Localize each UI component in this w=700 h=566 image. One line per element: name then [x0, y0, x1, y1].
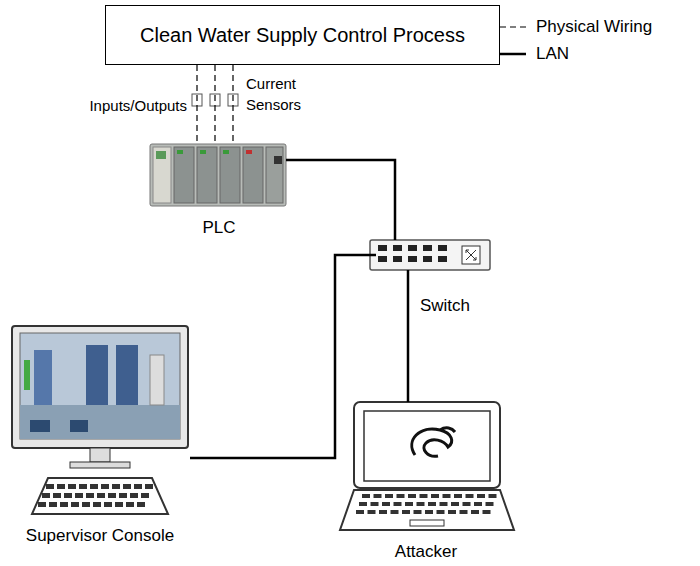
node-label: Clean Water Supply Control Process: [140, 24, 465, 46]
sensor-label: Current Sensors: [246, 73, 308, 115]
io-label: Inputs/Outputs: [60, 95, 187, 116]
lan-cable: [407, 270, 410, 402]
switch-node: Switch: [368, 236, 492, 316]
node-label: Attacker: [395, 543, 457, 562]
legend-entry: Physical Wiring: [498, 17, 652, 37]
node-label: Switch: [420, 297, 470, 316]
node-label: Supervisor Console: [26, 527, 174, 546]
process-box: Clean Water Supply Control Process: [105, 5, 500, 65]
lan-cable: [190, 255, 376, 458]
lan-cable: [286, 160, 395, 240]
attacker-node: Attacker: [338, 396, 514, 562]
legend-label: LAN: [536, 44, 569, 64]
legend-sample: [498, 44, 528, 64]
node-label: PLC: [202, 219, 235, 238]
plc-node: PLC: [148, 142, 290, 238]
console-node: Supervisor Console: [5, 322, 195, 546]
legend-entry: LAN: [498, 44, 569, 64]
legend-label: Physical Wiring: [536, 17, 652, 37]
plc-picture: [150, 144, 286, 206]
physical-wire: [196, 65, 197, 144]
physical-wire: [232, 65, 233, 144]
physical-wire: [214, 65, 215, 144]
console-picture: [12, 326, 188, 514]
switch-picture: [370, 240, 490, 270]
laptop-picture: [340, 402, 514, 530]
legend-sample: [498, 17, 528, 37]
